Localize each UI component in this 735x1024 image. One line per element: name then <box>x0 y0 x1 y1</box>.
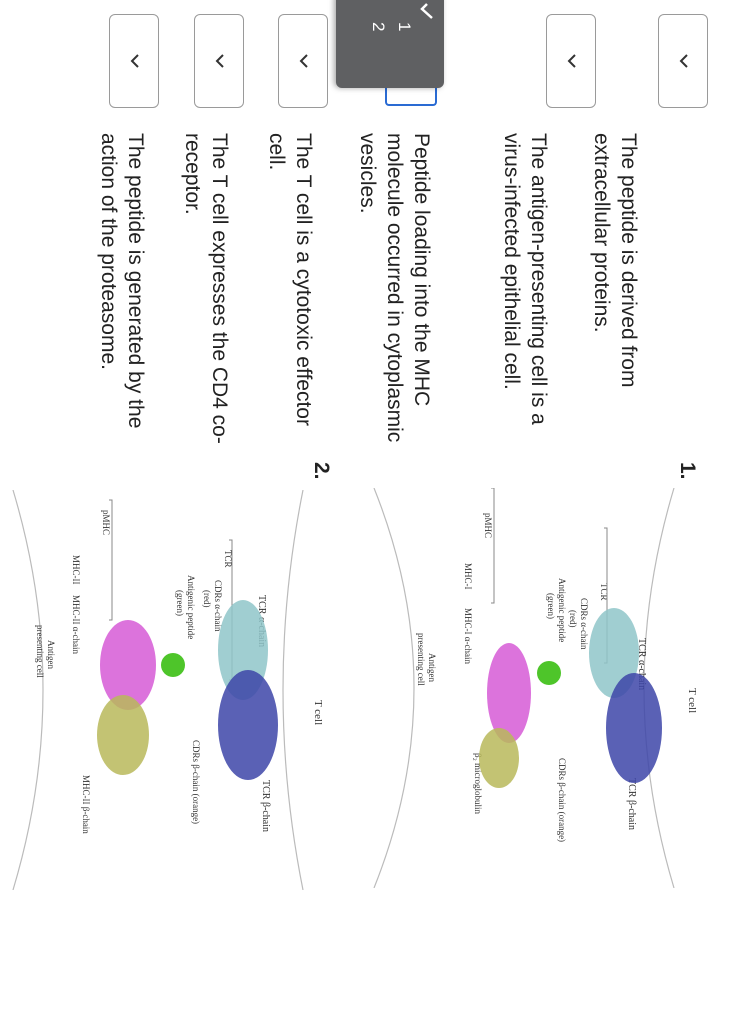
mhc-ii-alpha-ribbon <box>100 620 156 710</box>
chevron-down-icon <box>294 53 312 69</box>
label-cdrs-beta: CDRs β-chain (orange) <box>557 758 567 842</box>
tcr-beta-ribbon <box>606 673 662 783</box>
label-tcr-2: TCR <box>223 550 233 568</box>
label-b2m: β₂ microglobulin <box>473 753 483 814</box>
statement-select-3[interactable] <box>385 88 437 106</box>
label-green-2: (green) <box>175 590 185 616</box>
tcr-beta-ribbon-2 <box>218 670 278 780</box>
peptide-blob-2 <box>161 653 185 677</box>
mhc-ii-beta-ribbon <box>97 695 149 775</box>
label-tcr: TCR <box>599 583 609 601</box>
label-cdrs-beta-2: CDRs β-chain (orange) <box>191 740 201 824</box>
label-antigenic-peptide: Antigenic peptide <box>557 578 567 642</box>
label-red: (red) <box>568 610 578 628</box>
label-pmhc: pMHC <box>483 513 493 538</box>
chevron-down-icon <box>674 53 692 69</box>
chevron-down-icon <box>210 53 228 69</box>
label-tcr-alpha: TCR α-chain <box>636 638 647 690</box>
label-mhc-ii: MHC-II <box>71 555 81 585</box>
chevron-down-icon <box>125 53 143 69</box>
label-tcr-beta: TCR β-chain <box>626 778 637 830</box>
label-cdrs-alpha-2: CDRs α-chain <box>213 580 223 632</box>
label-pmhc-2: pMHC <box>101 510 111 535</box>
label-green: (green) <box>546 593 556 619</box>
label-mhc-i-alpha: MHC-I α-chain <box>463 608 473 664</box>
statement-text-3: Peptide loading into the MHC molecule oc… <box>356 133 433 443</box>
statement-select-1[interactable] <box>658 14 708 108</box>
label-cdrs-alpha: CDRs α-chain <box>579 598 589 650</box>
label-red-2: (red) <box>202 590 212 608</box>
dropdown-popup[interactable]: 1 2 <box>336 0 444 88</box>
statement-text-5: The T cell expresses the CD4 co-receptor… <box>181 133 231 444</box>
label-apc-1: Antigen <box>427 653 437 682</box>
statement-text-6: The peptide is generated by the action o… <box>97 133 147 429</box>
label-mhc-ii-beta: MHC-II β-chain <box>81 775 91 834</box>
statement-select-2[interactable] <box>546 14 596 108</box>
label-apc-2-2: presenting cell <box>35 625 45 678</box>
b2m-ribbon <box>479 728 519 788</box>
peptide-blob <box>537 661 561 685</box>
label-t-cell-2: T cell <box>312 700 324 725</box>
question-number-1: 1. <box>676 462 699 480</box>
dropdown-option-1[interactable]: 1 <box>395 22 414 32</box>
dropdown-option-2[interactable]: 2 <box>369 22 388 32</box>
figure-mhc-ii: T cell TCR α-chain TCR β-chain TCR CDRs … <box>12 490 324 890</box>
checkmark-icon <box>415 2 434 20</box>
label-apc-2: presenting cell <box>416 633 426 686</box>
mhc-alpha-ribbon <box>487 643 531 743</box>
label-apc-1-2: Antigen <box>46 640 56 669</box>
figure-mhc-i: T cell TCR α-chain TCR β-chain TCR CDRs … <box>373 488 698 888</box>
label-mhc-ii-alpha: MHC-II α-chain <box>71 595 81 654</box>
label-t-cell: T cell <box>686 688 698 713</box>
statement-select-4[interactable] <box>278 14 328 108</box>
statement-text-4: The T cell is a cytotoxic effector cell. <box>265 133 315 426</box>
statement-text-2: The antigen-presenting cell is a virus-i… <box>500 133 550 425</box>
question-number-2: 2. <box>310 462 333 480</box>
chevron-down-icon <box>562 53 580 69</box>
statement-select-6[interactable] <box>109 14 159 108</box>
statement-select-5[interactable] <box>194 14 244 108</box>
label-mhc-i: MHC-I <box>463 563 473 590</box>
statement-text-1: The peptide is derived from extracellula… <box>590 133 640 388</box>
label-antigenic-peptide-2: Antigenic peptide <box>186 575 196 639</box>
label-tcr-beta-2: TCR β-chain <box>260 780 271 832</box>
